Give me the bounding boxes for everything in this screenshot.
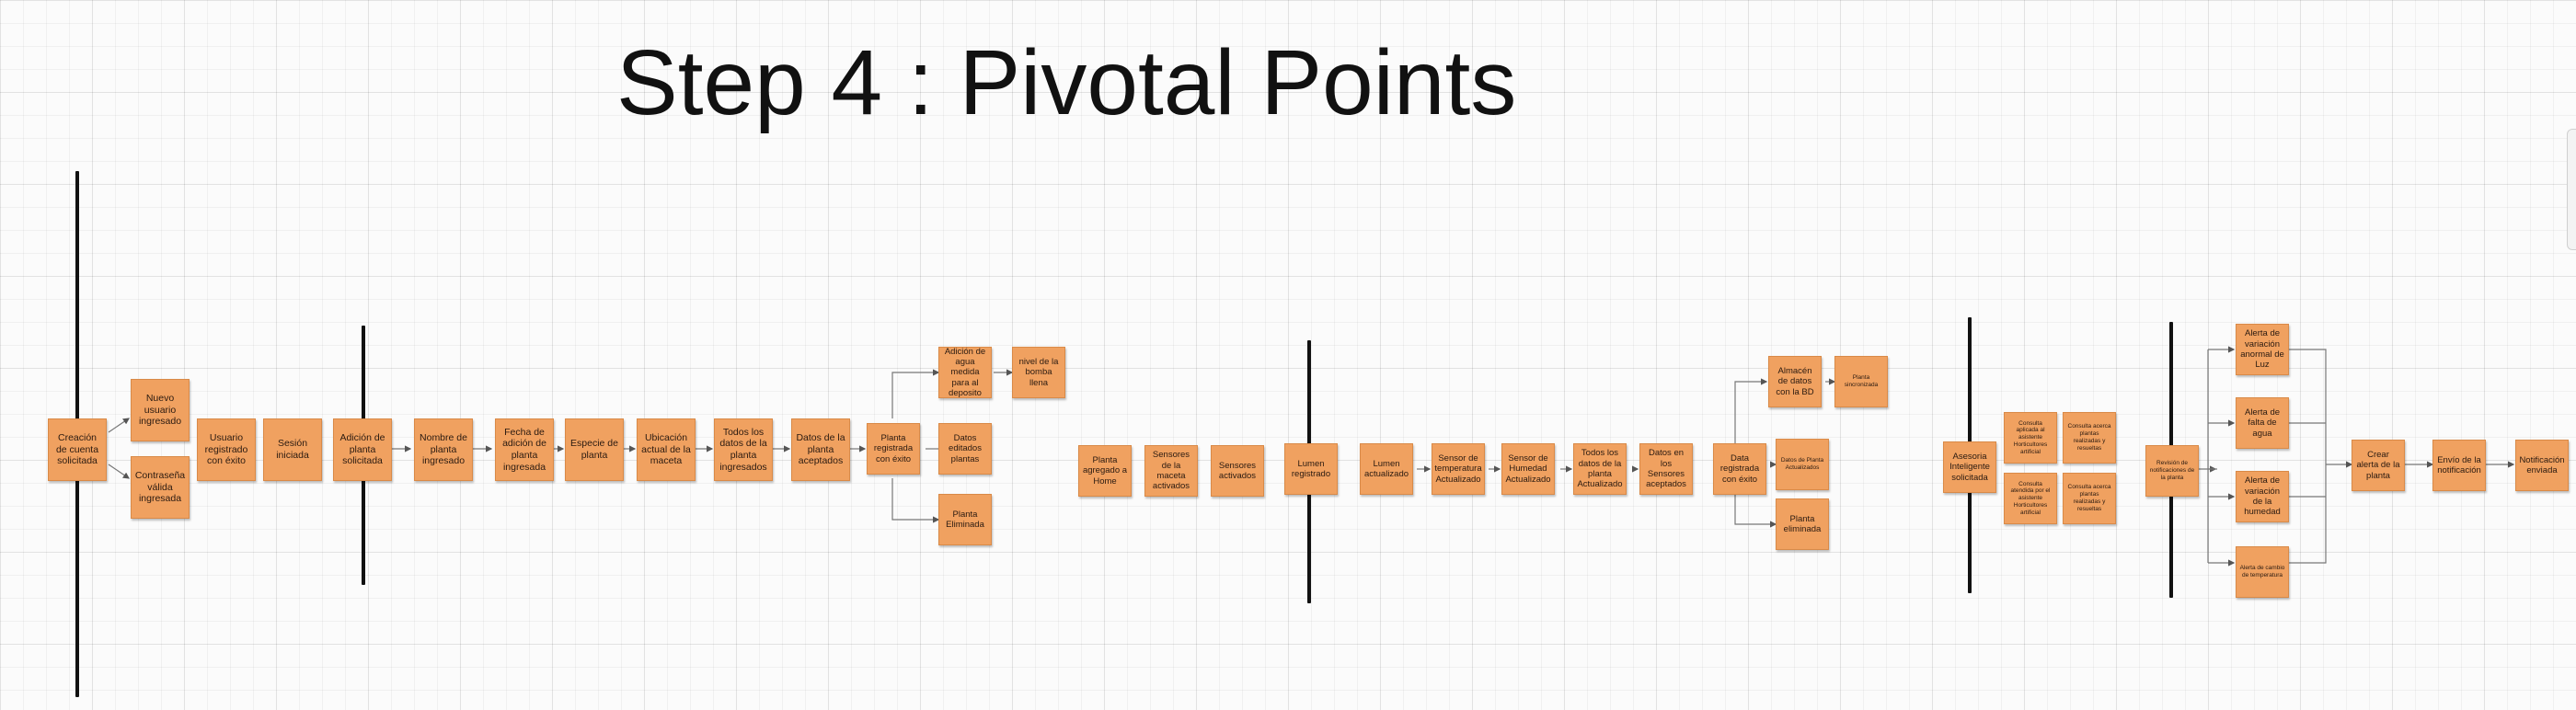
sticky-note[interactable]: Nuevo usuario ingresado bbox=[131, 379, 190, 441]
sticky-note[interactable]: Envío de la notificación bbox=[2432, 440, 2486, 491]
sticky-note[interactable]: Planta Eliminada bbox=[938, 494, 992, 545]
sticky-note[interactable]: Sesión iniciada bbox=[263, 418, 322, 481]
sticky-note[interactable]: Planta sincronizada bbox=[1834, 356, 1888, 407]
sticky-note[interactable]: Data registrada con éxito bbox=[1713, 443, 1766, 495]
sticky-note[interactable]: Todos los datos de la planta ingresados bbox=[714, 418, 773, 481]
sticky-note[interactable]: Creación de cuenta solicitada bbox=[48, 418, 107, 481]
sticky-note[interactable]: Alerta de cambio de temperatura bbox=[2236, 546, 2289, 598]
sticky-note[interactable]: Todos los datos de la planta Actualizado bbox=[1573, 443, 1627, 495]
sticky-note[interactable]: Ubicación actual de la maceta bbox=[637, 418, 696, 481]
sticky-note[interactable]: Sensores activados bbox=[1211, 445, 1264, 497]
sticky-note[interactable]: Alerta de variación anormal de Luz bbox=[2236, 324, 2289, 375]
sticky-note[interactable]: Especie de planta bbox=[565, 418, 624, 481]
sticky-note[interactable]: Planta registrada con éxito bbox=[867, 423, 920, 475]
sticky-note[interactable]: Consulta acerca plantas realizadas y res… bbox=[2063, 412, 2116, 464]
sticky-note[interactable]: Planta eliminada bbox=[1776, 498, 1829, 550]
sticky-note[interactable]: Crear alerta de la planta bbox=[2352, 440, 2405, 491]
sticky-note[interactable]: Consulta acerca plantas realizadas y res… bbox=[2063, 473, 2116, 524]
sticky-note[interactable]: Nombre de planta ingresado bbox=[414, 418, 473, 481]
connector bbox=[108, 464, 130, 479]
connector bbox=[891, 478, 940, 523]
sticky-note[interactable]: Alerta de variación de la humedad bbox=[2236, 471, 2289, 522]
connector bbox=[1734, 495, 1777, 528]
sticky-note[interactable]: Notificación enviada bbox=[2515, 440, 2569, 491]
sticky-note[interactable]: Adición de agua medida para al deposito bbox=[938, 347, 992, 398]
side-panel-handle[interactable] bbox=[2567, 129, 2576, 250]
sticky-note[interactable]: Lumen actualizado bbox=[1360, 443, 1413, 495]
sticky-note[interactable]: Consulta atendida por el asistente Horti… bbox=[2004, 473, 2057, 524]
sticky-note[interactable]: Sensores de la maceta activados bbox=[1144, 445, 1198, 497]
sticky-note[interactable]: Usuario registrado con éxito bbox=[197, 418, 256, 481]
sticky-note[interactable]: Fecha de adición de planta ingresada bbox=[495, 418, 554, 481]
sticky-note[interactable]: nivel de la bomba llena bbox=[1012, 347, 1065, 398]
connector bbox=[1734, 378, 1768, 443]
sticky-note[interactable]: Alerta de falta de agua bbox=[2236, 397, 2289, 449]
sticky-note[interactable]: Sensor de Humedad Actualizado bbox=[1501, 443, 1555, 495]
sticky-note[interactable]: Asesoria Inteligente solicitada bbox=[1943, 441, 1996, 493]
sticky-note[interactable]: Almacén de datos con la BD bbox=[1768, 356, 1822, 407]
sticky-note[interactable]: Contraseña válida ingresada bbox=[131, 456, 190, 519]
sticky-note[interactable]: Consulta aplicada al asistente Horticult… bbox=[2004, 412, 2057, 464]
sticky-note[interactable]: Revisión de notificaciones de la planta bbox=[2145, 445, 2199, 497]
connector bbox=[891, 369, 940, 418]
sticky-note[interactable]: Lumen registrado bbox=[1284, 443, 1338, 495]
board-title: Step 4 : Pivotal Points bbox=[616, 31, 1517, 134]
sticky-note[interactable]: Datos en los Sensores aceptados bbox=[1639, 443, 1693, 495]
sticky-note[interactable]: Datos de la planta aceptados bbox=[791, 418, 850, 481]
sticky-note[interactable]: Adición de planta solicitada bbox=[333, 418, 392, 481]
connector bbox=[108, 418, 130, 433]
sticky-note[interactable]: Sensor de temperatura Actualizado bbox=[1432, 443, 1485, 495]
sticky-note[interactable]: Datos editados plantas bbox=[938, 423, 992, 475]
sticky-note[interactable]: Planta agregado a Home bbox=[1078, 445, 1132, 497]
sticky-note[interactable]: Datos de Planta Actualizados bbox=[1776, 439, 1829, 490]
connector bbox=[2289, 349, 2327, 564]
